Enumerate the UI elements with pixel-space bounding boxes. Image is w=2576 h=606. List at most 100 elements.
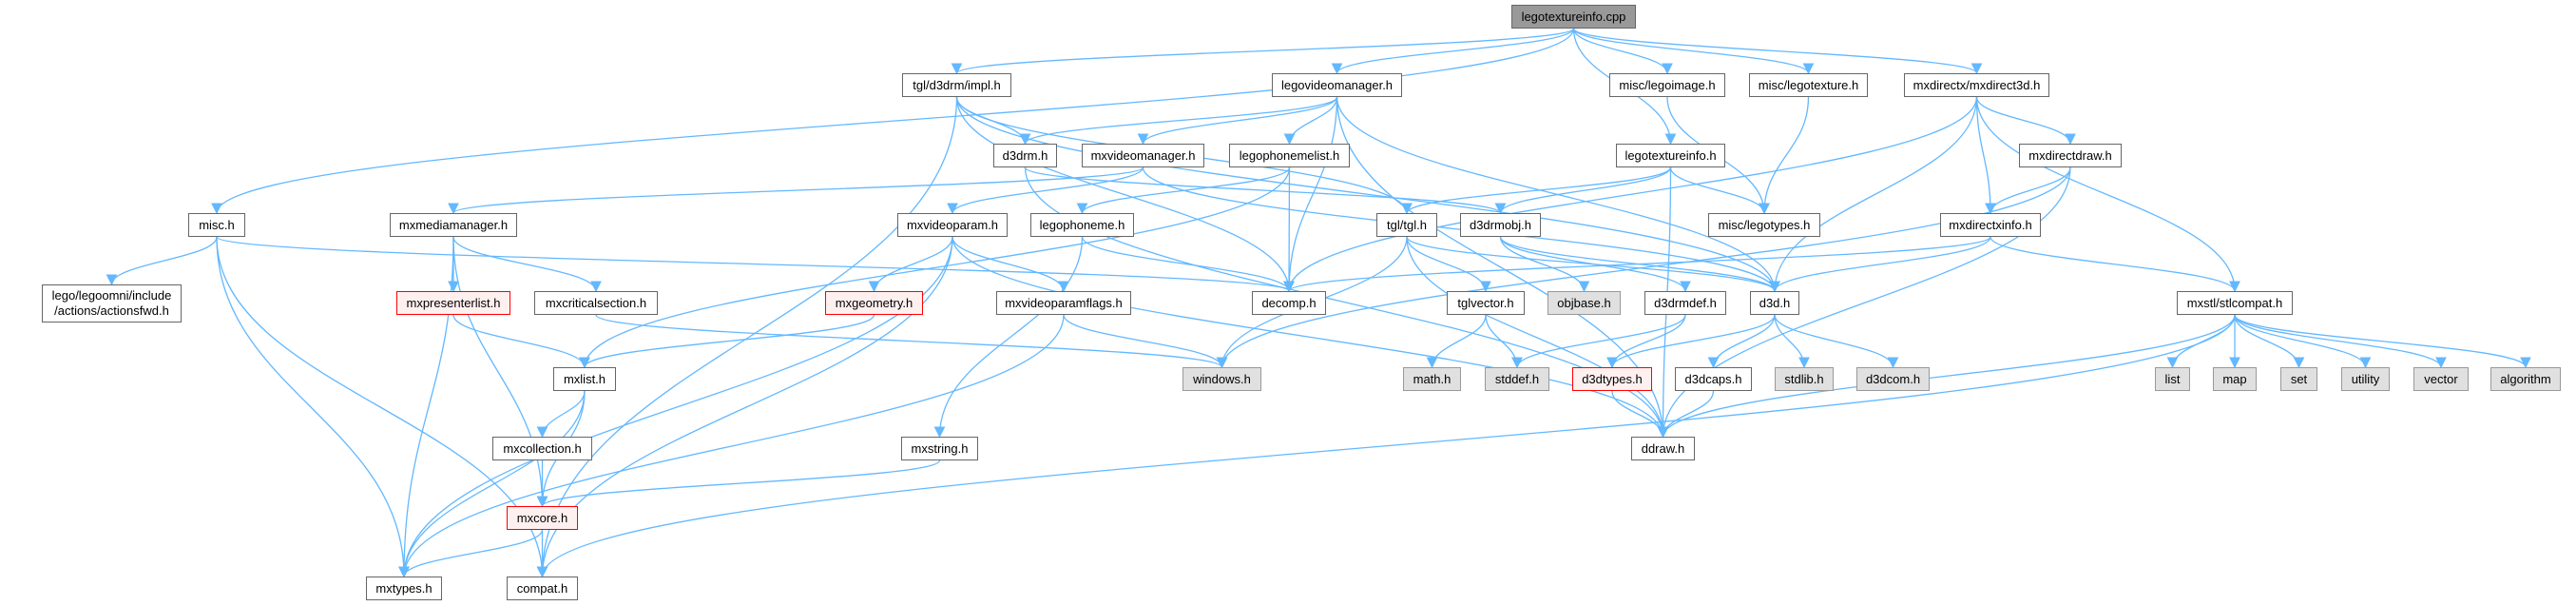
node-mxtypes[interactable]: mxtypes.h: [366, 577, 442, 600]
edge-mxdirect3d-to-d3d: [1769, 96, 1978, 293]
node-mxcore[interactable]: mxcore.h: [507, 506, 578, 530]
node-d3dcom[interactable]: d3dcom.h: [1856, 367, 1930, 391]
node-compat[interactable]: compat.h: [507, 577, 578, 600]
edge-legotextureinfo_h-to-legotypes: [1669, 166, 1770, 215]
node-mxmediamanager[interactable]: mxmediamanager.h: [390, 213, 517, 237]
edge-d3drmobj-to-objbase: [1499, 236, 1590, 293]
edge-d3drmdef-to-stddef: [1511, 314, 1686, 369]
edge-mxmediamanager-to-mxcriticalsection: [452, 236, 602, 293]
edge-mxvideoparam-to-compat: [536, 236, 953, 578]
edge-mxdirectxinfo-to-stlcompat: [1990, 236, 2240, 293]
node-mxdirectxinfo[interactable]: mxdirectxinfo.h: [1940, 213, 2041, 237]
edge-stlcompat-to-compat: [536, 314, 2236, 578]
node-decomp[interactable]: decomp.h: [1252, 291, 1326, 315]
node-d3drmobj[interactable]: d3drmobj.h: [1460, 213, 1541, 237]
edge-legophonemelist-to-mxlist: [579, 166, 1291, 369]
edge-mxdirect3d-to-stlcompat: [1975, 96, 2240, 293]
node-stddef[interactable]: stddef.h: [1485, 367, 1549, 391]
node-d3dtypes[interactable]: d3dtypes.h: [1572, 367, 1652, 391]
edge-stlcompat-to-algorithm: [2234, 314, 2531, 369]
node-mxvideoparam[interactable]: mxvideoparam.h: [897, 213, 1008, 237]
node-mxcriticalsection[interactable]: mxcriticalsection.h: [534, 291, 658, 315]
edge-misc-to-decomp: [216, 236, 1295, 293]
edge-misc-to-compat: [216, 236, 548, 578]
edge-mxcriticalsection-to-windows: [595, 314, 1228, 369]
node-objbase[interactable]: objbase.h: [1548, 291, 1621, 315]
edge-legovideomanager-to-decomp: [1283, 96, 1338, 293]
edge-mxstring-to-mxcore: [536, 459, 941, 508]
node-legotexture[interactable]: misc/legotexture.h: [1749, 73, 1868, 97]
node-algorithm[interactable]: algorithm: [2490, 367, 2561, 391]
edge-mxvideomanager-to-mxvideoparam: [947, 166, 1144, 215]
edge-stlcompat-to-set: [2234, 314, 2305, 369]
edge-root-to-misc: [211, 28, 1575, 215]
node-mxlist[interactable]: mxlist.h: [553, 367, 616, 391]
edge-mxpresenterlist-to-mxlist: [452, 314, 590, 369]
node-legotextureinfo-h[interactable]: legotextureinfo.h: [1616, 144, 1725, 167]
edge-impl-to-decomp: [955, 96, 1295, 293]
edge-stlcompat-to-ddraw: [1657, 314, 2236, 439]
edge-mxlist-to-mxtypes: [398, 390, 586, 578]
node-d3dcaps[interactable]: d3dcaps.h: [1675, 367, 1752, 391]
node-legoimage[interactable]: misc/legoimage.h: [1609, 73, 1725, 97]
node-mxpresenterlist[interactable]: mxpresenterlist.h: [396, 291, 510, 315]
node-root[interactable]: legotextureinfo.cpp: [1511, 5, 1636, 29]
edge-mxdirect3d-to-decomp: [1283, 96, 1978, 293]
node-mxcollection[interactable]: mxcollection.h: [492, 437, 592, 460]
edge-mxcore-to-mxtypes: [398, 529, 544, 578]
node-mxdirect3d[interactable]: mxdirectx/mxdirect3d.h: [1904, 73, 2049, 97]
edge-legophonemelist-to-legophoneme: [1076, 166, 1291, 215]
edge-d3drmobj-to-d3drmdef: [1499, 236, 1691, 293]
node-legotypes[interactable]: misc/legotypes.h: [1708, 213, 1820, 237]
edge-tglvector-to-math: [1426, 314, 1487, 369]
node-legophonemelist[interactable]: legophonemelist.h: [1229, 144, 1350, 167]
node-impl[interactable]: tgl/d3drm/impl.h: [902, 73, 1011, 97]
edge-root-to-legoimage: [1572, 28, 1673, 75]
edge-d3d-to-d3dcaps: [1707, 314, 1776, 369]
edge-stlcompat-to-vector: [2234, 314, 2447, 369]
edge-d3d-to-d3dcom: [1774, 314, 1899, 369]
node-d3drmdef[interactable]: d3drmdef.h: [1644, 291, 1726, 315]
node-stlcompat[interactable]: mxstl/stlcompat.h: [2177, 291, 2293, 315]
edge-legovideomanager-to-mxvideomanager: [1137, 96, 1338, 146]
node-utility[interactable]: utility: [2341, 367, 2390, 391]
edge-mxvideomanager-to-mxmediamanager: [448, 166, 1144, 215]
edge-mxdirect3d-to-mxdirectdraw: [1975, 96, 2076, 146]
edge-mxdirectxinfo-to-decomp: [1283, 236, 1991, 293]
node-stdlib[interactable]: stdlib.h: [1775, 367, 1834, 391]
edge-mxvideoparamflags-to-windows: [1063, 314, 1228, 369]
edge-mxdirect3d-to-mxdirectxinfo: [1975, 96, 1996, 215]
edge-legophoneme-to-mxstring: [933, 236, 1084, 439]
edge-legophoneme-to-decomp: [1081, 236, 1295, 293]
edge-legotextureinfo_h-to-tgl: [1401, 166, 1672, 215]
edge-root-to-legovideomanager: [1331, 28, 1575, 75]
node-tglvector[interactable]: tglvector.h: [1447, 291, 1525, 315]
node-ddraw[interactable]: ddraw.h: [1631, 437, 1695, 460]
node-d3d[interactable]: d3d.h: [1750, 291, 1799, 315]
edge-d3drm-to-d3drmobj: [1024, 166, 1507, 215]
edge-mxmediamanager-to-mxcore: [452, 236, 548, 508]
node-mxdirectdraw[interactable]: mxdirectdraw.h: [2019, 144, 2122, 167]
edge-root-to-legotexture: [1572, 28, 1815, 75]
node-d3drm[interactable]: d3drm.h: [993, 144, 1057, 167]
node-mxvideomanager[interactable]: mxvideomanager.h: [1082, 144, 1204, 167]
node-windows[interactable]: windows.h: [1182, 367, 1261, 391]
node-map[interactable]: map: [2213, 367, 2257, 391]
node-math[interactable]: math.h: [1403, 367, 1461, 391]
node-legovideomanager[interactable]: legovideomanager.h: [1272, 73, 1402, 97]
edge-d3d-to-stdlib: [1774, 314, 1810, 369]
edge-mxvideoparamflags-to-mxtypes: [398, 314, 1065, 578]
node-mxgeometry[interactable]: mxgeometry.h: [825, 291, 923, 315]
node-actionsfwd[interactable]: lego/legoomni/include /actions/actionsfw…: [42, 284, 182, 323]
node-tgl[interactable]: tgl/tgl.h: [1376, 213, 1437, 237]
node-list[interactable]: list: [2155, 367, 2190, 391]
node-mxstring[interactable]: mxstring.h: [901, 437, 978, 460]
edge-d3drmdef-to-d3dtypes: [1606, 314, 1686, 369]
node-mxvideoparamflags[interactable]: mxvideoparamflags.h: [996, 291, 1131, 315]
edge-root-to-mxdirect3d: [1572, 28, 1983, 75]
edge-mxdirectdraw-to-windows: [1216, 166, 2071, 369]
node-set[interactable]: set: [2280, 367, 2317, 391]
node-vector[interactable]: vector: [2413, 367, 2469, 391]
node-misc[interactable]: misc.h: [188, 213, 245, 237]
node-legophoneme[interactable]: legophoneme.h: [1030, 213, 1134, 237]
